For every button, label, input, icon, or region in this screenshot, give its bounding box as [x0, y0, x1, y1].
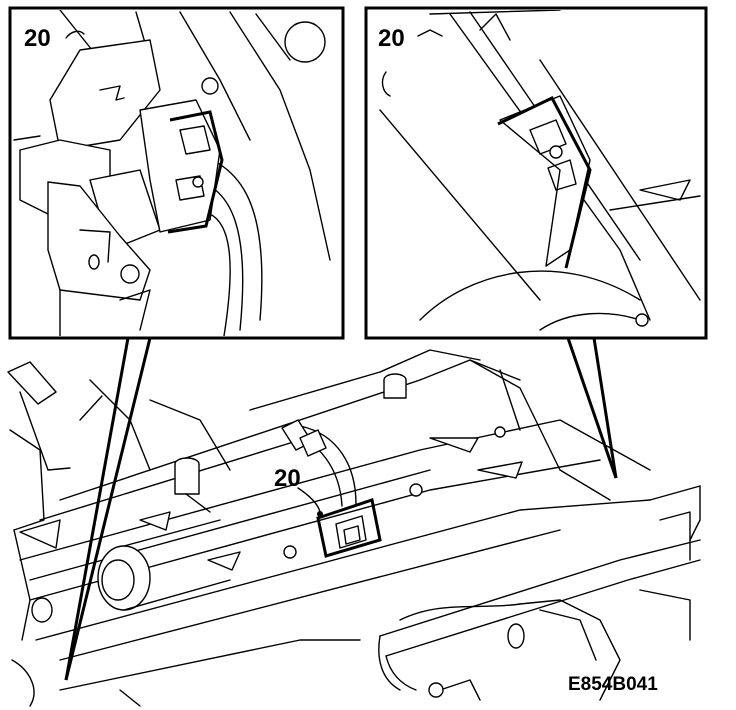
main-view-callout: 20: [274, 465, 301, 492]
inset-left: 20: [8, 6, 345, 340]
inset-right: 20: [364, 6, 708, 340]
callout-leader-line: [297, 487, 321, 513]
inset-connectors: [64, 337, 618, 681]
main-view: [7, 349, 701, 707]
figure-code: E854B041: [568, 674, 658, 695]
callout-dot: [317, 511, 323, 517]
inset-left-callout: 20: [24, 25, 51, 52]
inset-right-callout: 20: [378, 25, 405, 52]
